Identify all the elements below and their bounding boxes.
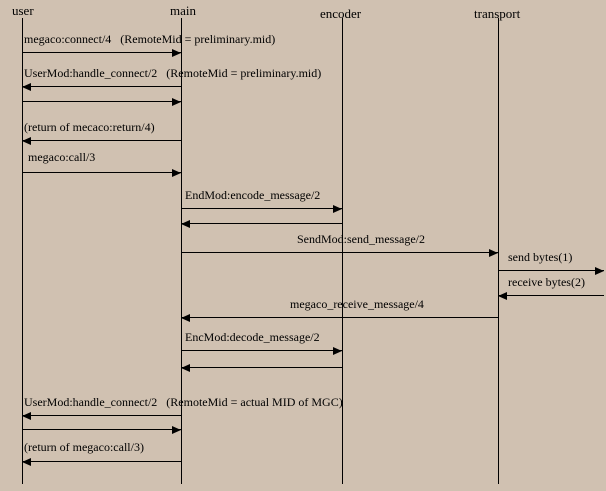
message-arrow-10-left: [181, 314, 498, 322]
message-label-0: megaco:connect/4 (RemoteMid = preliminar…: [24, 32, 276, 46]
lifeline-encoder: [342, 18, 343, 484]
message-label-11: EncMod:decode_message/2: [185, 330, 320, 344]
message-label-15: (return of megaco:call/3): [24, 440, 144, 454]
message-arrow-13-left: [22, 412, 181, 420]
message-label-13: UserMod:handle_connect/2 (RemoteMid = ac…: [24, 395, 343, 409]
message-label-4: megaco:call/3: [28, 150, 96, 164]
message-label-9: receive bytes(2): [508, 275, 585, 289]
message-arrow-11-right: [181, 347, 342, 355]
message-label-1: UserMod:handle_connect/2 (RemoteMid = pr…: [24, 66, 322, 80]
message-arrow-5-right: [181, 205, 342, 213]
message-label-7: SendMod:send_message/2: [297, 232, 425, 246]
lifeline-label-main: main: [170, 3, 196, 18]
message-arrow-1-left: [22, 83, 181, 91]
message-arrow-14-right: [22, 426, 181, 434]
lifeline-main: [181, 18, 182, 484]
lifeline-label-transport: transport: [474, 6, 521, 21]
lifeline-label-user: user: [12, 3, 34, 18]
lifeline-user: [22, 18, 23, 484]
message-arrow-6-left: [181, 220, 342, 228]
message-arrow-9-left: [498, 292, 604, 300]
message-arrow-2-right: [22, 98, 181, 106]
message-arrow-0-right: [22, 49, 181, 57]
message-label-10: megaco_receive_message/4: [290, 297, 424, 311]
message-label-8: send bytes(1): [508, 250, 573, 264]
message-arrow-8-right: [498, 267, 604, 275]
message-label-3: (return of mecaco:return/4): [24, 120, 155, 134]
message-arrow-12-left: [181, 364, 342, 372]
message-arrow-3-left: [22, 137, 181, 145]
message-arrow-15-left: [22, 458, 181, 466]
message-arrow-7-right: [181, 249, 498, 257]
message-label-5: EndMod:encode_message/2: [185, 188, 321, 202]
lifeline-label-encoder: encoder: [320, 6, 362, 21]
message-arrow-4-right: [22, 169, 181, 177]
lifeline-transport: [498, 18, 499, 484]
